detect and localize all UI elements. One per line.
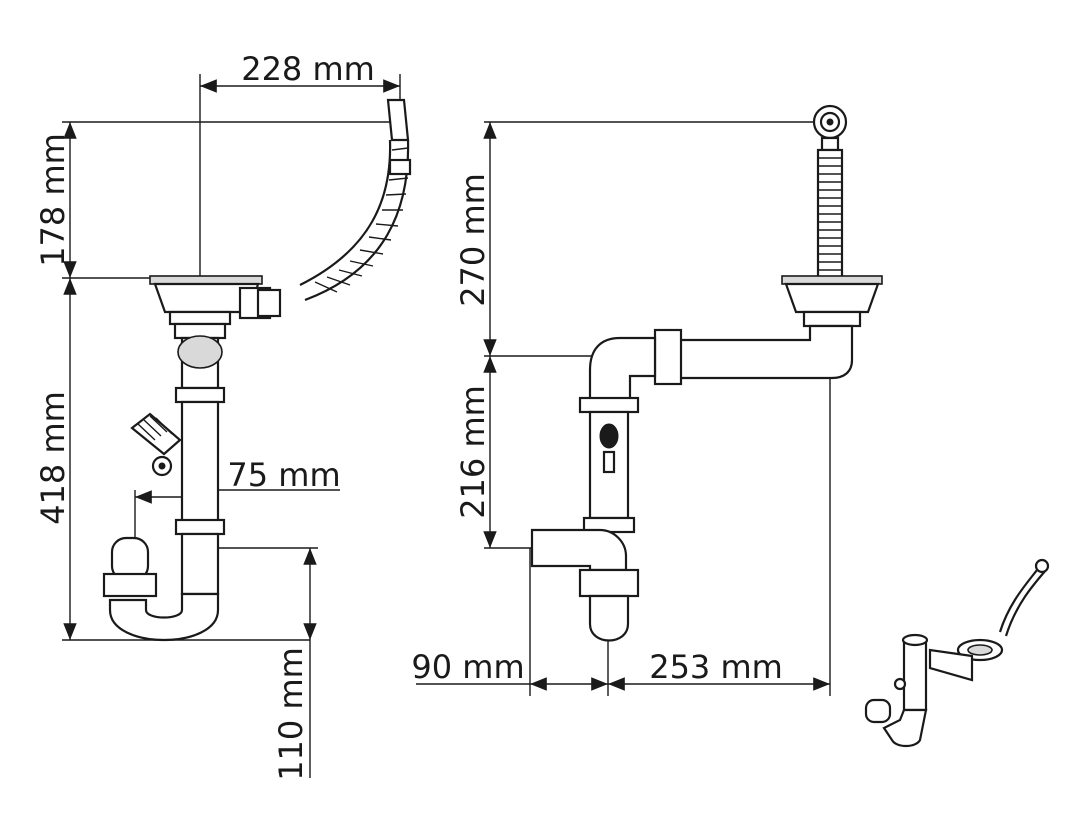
isometric-thumbnail — [864, 558, 1050, 748]
dimension-110-label: 110 mm — [272, 647, 310, 781]
dimension-90-label: 90 mm — [411, 648, 524, 686]
dimension-75-label: 75 mm — [227, 456, 340, 494]
dimension-228-label: 228 mm — [241, 50, 375, 88]
dimension-270: 270 mm — [454, 121, 828, 356]
dimension-bottom: 90 mm 253 mm — [411, 372, 831, 696]
vertical-trap — [530, 396, 640, 642]
dimension-228: 228 mm — [199, 50, 401, 300]
dimension-418: 418 mm — [34, 278, 310, 641]
left-elevation-view: 228 mm 178 mm 418 mm 75 mm 110 mm — [34, 50, 412, 781]
dimension-110: 110 mm — [200, 547, 318, 781]
strainer-horizontal — [588, 275, 883, 402]
overflow-riser — [812, 104, 848, 280]
dishwasher-connector — [130, 412, 182, 477]
dimension-178-label: 178 mm — [34, 133, 72, 267]
siphon-pipe — [102, 335, 226, 642]
dimension-178: 178 mm — [34, 121, 405, 279]
overflow-hose — [299, 98, 412, 302]
dimension-253-label: 253 mm — [649, 648, 783, 686]
dimension-216: 216 mm — [454, 355, 610, 549]
dimension-270-label: 270 mm — [454, 173, 492, 307]
dimension-216-label: 216 mm — [454, 385, 492, 519]
dimension-418-label: 418 mm — [34, 391, 72, 525]
strainer-body — [149, 275, 282, 340]
right-elevation-view: 270 mm 216 mm 90 mm 253 mm — [411, 104, 883, 696]
